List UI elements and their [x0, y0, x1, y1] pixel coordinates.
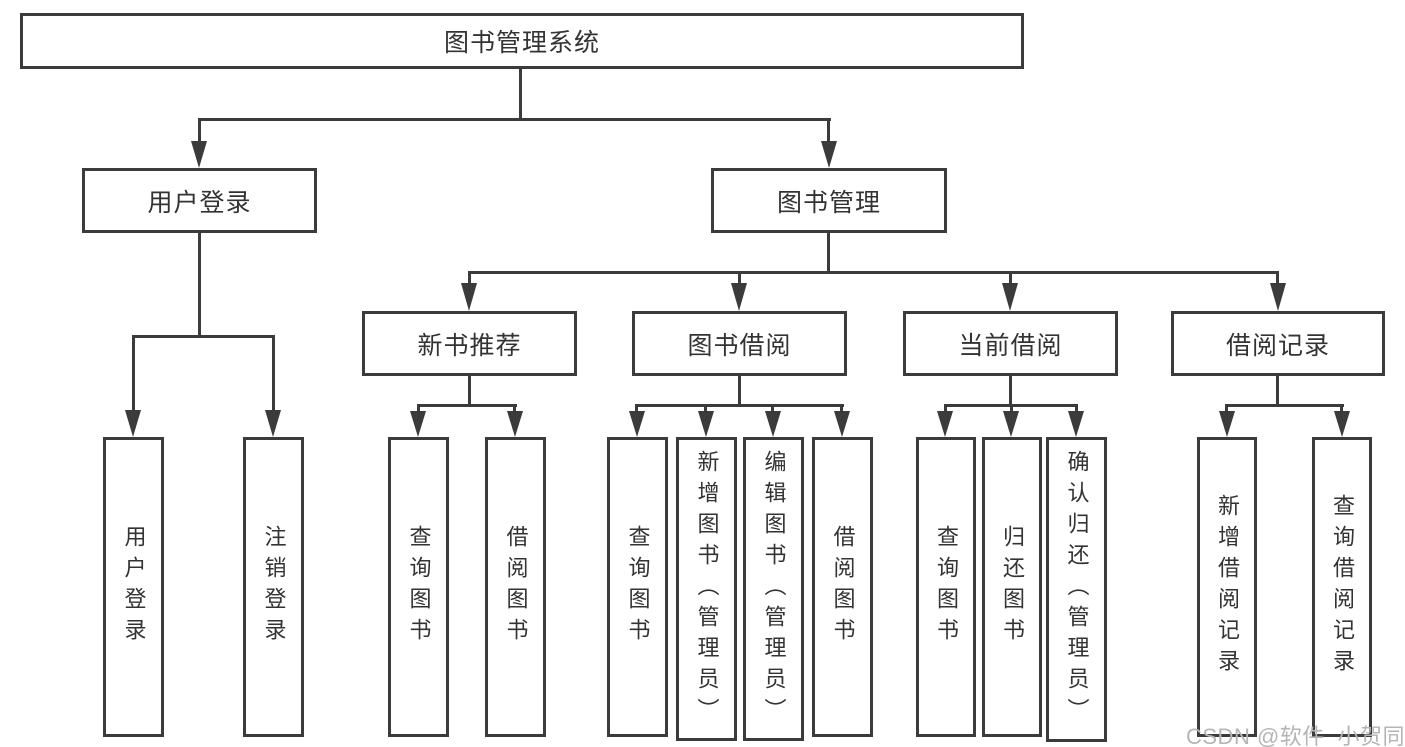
- connector-drop: [840, 404, 843, 413]
- connector-stem: [1009, 376, 1012, 407]
- node-borrow-books-recommend: 借阅图书: [485, 437, 546, 737]
- connector-drop: [132, 335, 135, 411]
- connector-drop: [1225, 404, 1228, 413]
- connector-drop: [468, 273, 471, 284]
- connector-book-mgmt-drop: [827, 118, 830, 143]
- node-label: 借阅图书: [503, 525, 529, 649]
- node-edit-books-admin: 编辑图书（管理员）: [743, 437, 804, 741]
- arrow-down-icon: [1003, 411, 1019, 437]
- arrow-down-icon: [507, 411, 523, 437]
- arrow-down-icon: [1334, 411, 1350, 437]
- node-label: 查询图书: [934, 525, 959, 649]
- csdn-watermark: CSDN @软件_小贺同学: [1186, 724, 1405, 747]
- node-query-books-borrow: 查询图书: [607, 437, 668, 737]
- arrow-down-icon: [765, 411, 781, 437]
- node-borrow-books: 借阅图书: [812, 437, 873, 737]
- node-query-books-current: 查询图书: [916, 437, 976, 737]
- node-label: 图书借阅: [687, 331, 792, 360]
- node-label: 确认归还（管理员）: [1064, 450, 1090, 729]
- arrow-down-icon: [629, 411, 645, 437]
- connector-user-login-drop: [198, 118, 201, 143]
- node-confirm-return-admin: 确认归还（管理员）: [1046, 437, 1107, 742]
- node-label: 新增借阅记录: [1215, 494, 1240, 680]
- connector-drop: [1010, 404, 1013, 413]
- connector-root-bar: [198, 118, 831, 121]
- connector-drop: [417, 404, 420, 413]
- node-label: 借阅图书: [830, 525, 856, 649]
- arrow-down-icon: [410, 411, 426, 437]
- arrow-down-icon: [191, 141, 207, 168]
- node-query-books-recommend: 查询图书: [388, 437, 449, 737]
- connector-stem: [468, 376, 471, 407]
- arrow-down-icon: [1219, 411, 1235, 437]
- node-user-login-action: 用户登录: [103, 437, 164, 737]
- connector-bar: [417, 404, 517, 407]
- connector-user-login-stem: [198, 233, 201, 338]
- node-label: 查询图书: [406, 525, 432, 649]
- node-label: 用户登录: [121, 525, 147, 649]
- connector-drop: [944, 404, 947, 413]
- node-label: 用户登录: [147, 188, 252, 217]
- connector-root-stem: [519, 69, 522, 121]
- connector-drop: [1009, 273, 1012, 284]
- node-label: 图书管理系统: [443, 29, 600, 57]
- connector-bar: [1225, 404, 1344, 407]
- node-label: 新增图书（管理员）: [694, 449, 720, 729]
- node-library-management-system: 图书管理系统: [20, 13, 1024, 69]
- arrow-down-icon: [461, 283, 477, 311]
- arrow-down-icon: [731, 283, 747, 311]
- connector-drop: [738, 273, 741, 284]
- node-label: 查询借阅记录: [1330, 494, 1355, 680]
- arrow-down-icon: [125, 410, 141, 437]
- connector-drop: [704, 404, 707, 413]
- connector-book-mgmt-bar: [468, 271, 1279, 274]
- connector-drop: [513, 404, 516, 413]
- node-label: 当前借阅: [958, 331, 1063, 360]
- connector-drop: [1075, 404, 1078, 413]
- node-label: 归还图书: [1000, 525, 1025, 649]
- connector-bar: [635, 404, 844, 407]
- node-label: 编辑图书（管理员）: [761, 449, 787, 729]
- node-current-borrowing: 当前借阅: [903, 311, 1118, 376]
- node-return-books: 归还图书: [982, 437, 1042, 737]
- connector-drop: [635, 404, 638, 413]
- connector-stem: [738, 376, 741, 407]
- connector-book-mgmt-stem: [827, 233, 830, 274]
- node-label: 借阅记录: [1225, 331, 1330, 360]
- node-query-borrow-record: 查询借阅记录: [1312, 437, 1372, 737]
- node-new-book-recommendation: 新书推荐: [362, 311, 577, 376]
- arrow-down-icon: [1068, 411, 1084, 437]
- node-label: 图书管理: [776, 188, 881, 217]
- node-logout: 注销登录: [243, 437, 304, 737]
- node-label: 新书推荐: [417, 331, 522, 360]
- node-book-management: 图书管理: [711, 168, 947, 233]
- arrow-down-icon: [1002, 283, 1018, 311]
- arrow-down-icon: [821, 141, 837, 168]
- node-label: 注销登录: [261, 525, 287, 649]
- connector-drop: [771, 404, 774, 413]
- connector-stem: [1276, 376, 1279, 407]
- node-label: 查询图书: [625, 525, 651, 649]
- node-borrowing-records: 借阅记录: [1171, 311, 1385, 376]
- node-add-borrow-record: 新增借阅记录: [1197, 437, 1257, 737]
- node-book-borrowing: 图书借阅: [632, 311, 847, 376]
- node-user-login-group: 用户登录: [82, 168, 317, 233]
- connector-user-login-bar: [132, 335, 275, 338]
- arrow-down-icon: [1270, 283, 1286, 311]
- connector-drop: [1276, 273, 1279, 284]
- arrow-down-icon: [834, 411, 850, 437]
- connector-drop: [1340, 404, 1343, 413]
- arrow-down-icon: [937, 411, 953, 437]
- arrow-down-icon: [698, 411, 714, 437]
- connector-drop: [272, 335, 275, 411]
- node-add-books-admin: 新增图书（管理员）: [676, 437, 737, 741]
- arrow-down-icon: [265, 410, 281, 437]
